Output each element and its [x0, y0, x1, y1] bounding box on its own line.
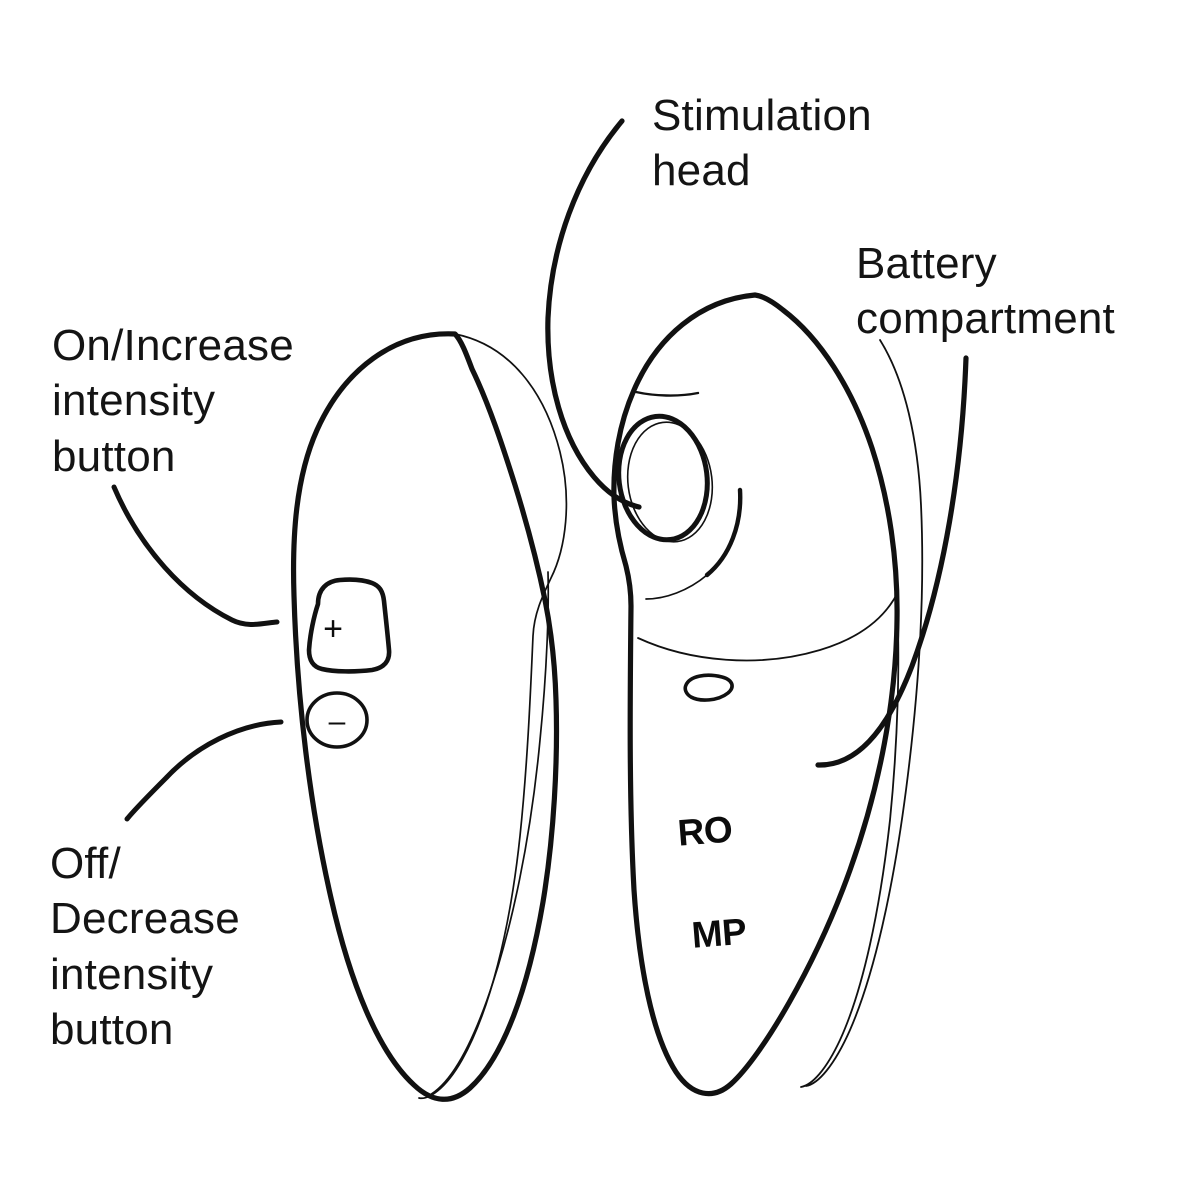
leader-lines [111, 118, 969, 822]
minus-button-glyph[interactable]: – [328, 705, 346, 738]
led-indicator [683, 673, 734, 702]
plus-button[interactable] [306, 577, 392, 674]
leader-line-off-decrease [124, 719, 284, 822]
head-contour-arc [645, 574, 708, 600]
head-shadow-arc [704, 487, 743, 578]
leader-line-battery-compartment [815, 355, 969, 768]
callout-label-on-increase: On/Increase intensity button [52, 321, 294, 481]
device-left-seam-line [427, 571, 550, 1097]
nozzle-inner-oval [626, 421, 714, 543]
device-right-seam-line [800, 599, 900, 1088]
device-left-inner-contour [418, 333, 568, 1100]
callout-label-battery-compartment: Battery compartment [856, 239, 1115, 344]
plus-button-glyph[interactable]: + [323, 610, 343, 648]
leader-line-on-increase [111, 484, 280, 627]
device-left-side-view [290, 331, 568, 1102]
leader-line-stimulation-head [545, 118, 642, 510]
romp-logo-line-2: MP [690, 910, 748, 956]
device-right-front-view [611, 292, 924, 1097]
head-crease-line [634, 390, 700, 397]
callout-label-stimulation-head: Stimulation head [652, 91, 872, 196]
device-left-body-outline [290, 331, 560, 1102]
romp-logo-line-1: RO [676, 808, 734, 854]
minus-button[interactable] [305, 691, 369, 749]
battery-compartment-seam [637, 591, 899, 662]
device-right-inner-contour [805, 339, 924, 1087]
nozzle-opening [616, 413, 710, 543]
callout-label-off-decrease: Off/ Decrease intensity button [50, 839, 240, 1055]
